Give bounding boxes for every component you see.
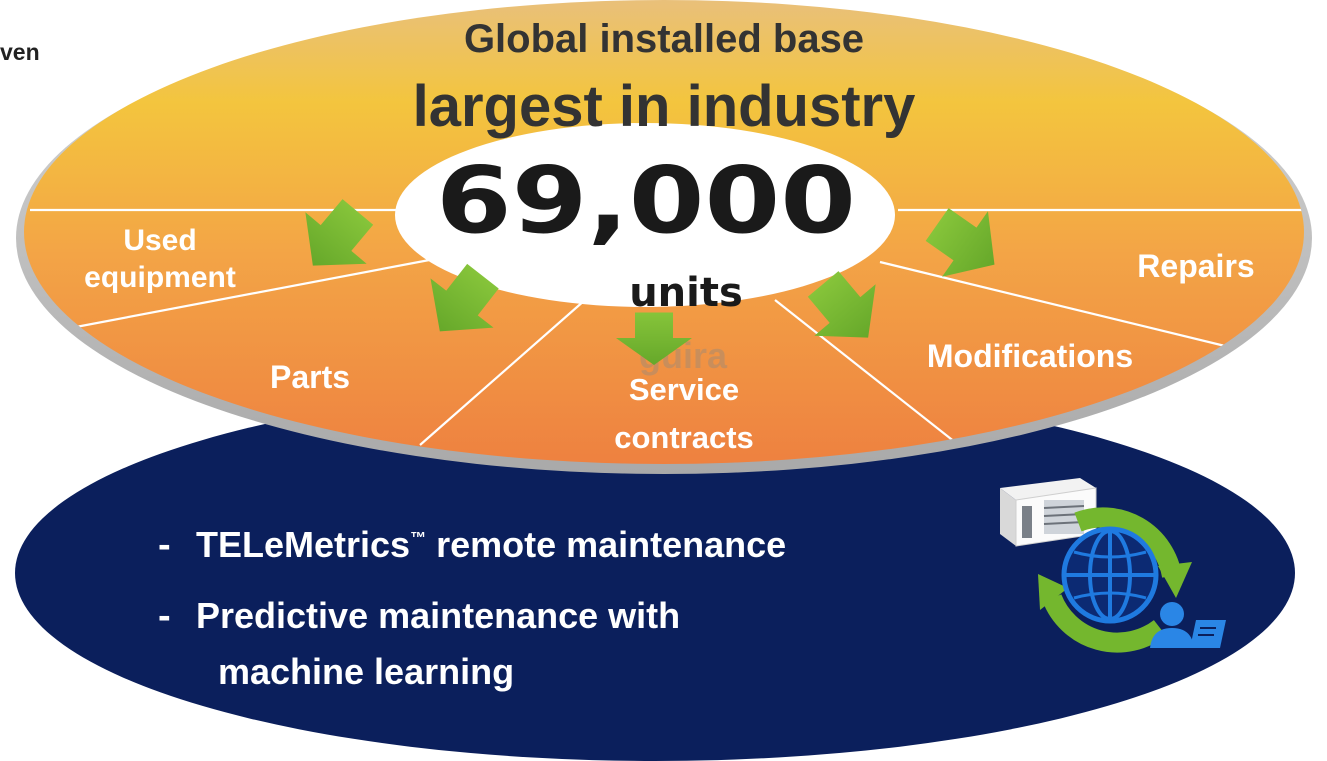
globe-icon: [1061, 526, 1159, 624]
segment-service-contracts-line2: contracts: [614, 420, 754, 455]
segment-dividers: [30, 208, 1304, 451]
services-ellipse: [15, 385, 1295, 761]
installed-unit: units: [629, 270, 743, 316]
center-ellipse: [395, 123, 895, 307]
service-predictive-line1: Predictive maintenance with: [196, 595, 680, 636]
recycle-arrows-icon: [1038, 507, 1192, 653]
service-predictive-line2: machine learning: [218, 651, 514, 692]
segment-modifications: Modifications: [927, 338, 1133, 374]
telemetrics-illustration: [1000, 478, 1226, 653]
chiller-unit-icon: [1000, 478, 1097, 547]
installed-count: 69,000: [436, 147, 856, 254]
segment-parts: Parts: [270, 359, 350, 395]
corner-fragment: ven: [0, 39, 40, 65]
header-line1: Global installed base: [464, 17, 864, 61]
segment-service-contracts-line1: Service: [629, 372, 739, 407]
service-telemetrics: TELeMetrics™ remote maintenance: [196, 524, 786, 565]
operator-icon: [1150, 602, 1226, 648]
header-line2: largest in industry: [413, 74, 916, 139]
bullet-dash: -: [158, 524, 171, 566]
telemetrics-name: TELeMetrics: [196, 524, 410, 565]
segment-repairs: Repairs: [1137, 248, 1254, 284]
segment-used-equipment-line1: Used: [123, 224, 196, 257]
telemetrics-rest: remote maintenance: [426, 524, 786, 565]
bullet-dash: -: [158, 595, 171, 637]
trademark-symbol: ™: [410, 530, 426, 547]
segment-used-equipment-line2: equipment: [84, 261, 236, 294]
